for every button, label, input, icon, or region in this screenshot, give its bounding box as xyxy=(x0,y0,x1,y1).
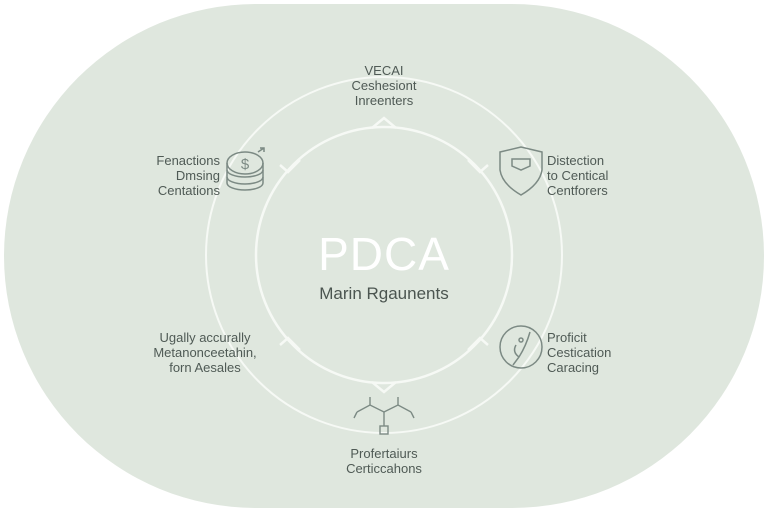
label-line: forn Aesales xyxy=(169,360,241,375)
label-line: Fenactions xyxy=(156,153,220,168)
label-line: Ugally accurally xyxy=(159,330,251,345)
node-label-bottom-left: Ugally accurally Metanonceetahin, forn A… xyxy=(130,330,280,375)
label-line: Centforers xyxy=(547,183,608,198)
label-line: Inreenters xyxy=(354,93,414,108)
label-line: Dmsing xyxy=(175,168,220,183)
label-line: Cestication xyxy=(547,345,612,360)
label-line: Distection xyxy=(547,153,605,168)
quill-icon xyxy=(499,325,543,369)
center-title: PDCA xyxy=(318,228,450,280)
label-line: Ceshesiont xyxy=(351,78,417,93)
label-line: Metanonceetahin, xyxy=(153,345,257,360)
center-subtitle: Marin Rgaunents xyxy=(319,284,449,303)
background-capsule xyxy=(4,4,764,508)
node-label-bottom: Profertaiurs Certiccahons xyxy=(320,446,448,476)
node-label-top-right: Distection to Centical Centforers xyxy=(547,153,657,198)
label-line: Proficit xyxy=(547,330,587,345)
inner-ring xyxy=(254,125,514,385)
coin-stack-icon: $ xyxy=(226,147,265,191)
label-line: VECAI xyxy=(364,63,404,78)
label-line: Certiccahons xyxy=(346,461,422,476)
node-label-top-left: Fenactions Dmsing Centations xyxy=(130,153,220,198)
node-label-top: VECAI Ceshesiont Inreenters xyxy=(334,63,434,108)
label-line: Caracing xyxy=(547,360,600,375)
svg-text:$: $ xyxy=(241,156,250,173)
label-line: to Centical xyxy=(547,168,609,183)
outer-ring xyxy=(205,76,563,434)
label-line: Centations xyxy=(157,183,220,198)
label-line: Profertaiurs xyxy=(350,446,418,461)
shield-icon xyxy=(499,146,543,196)
molecule-icon xyxy=(353,397,415,435)
node-label-bottom-right: Proficit Cestication Caracing xyxy=(547,330,657,375)
ring-notches xyxy=(279,116,489,394)
